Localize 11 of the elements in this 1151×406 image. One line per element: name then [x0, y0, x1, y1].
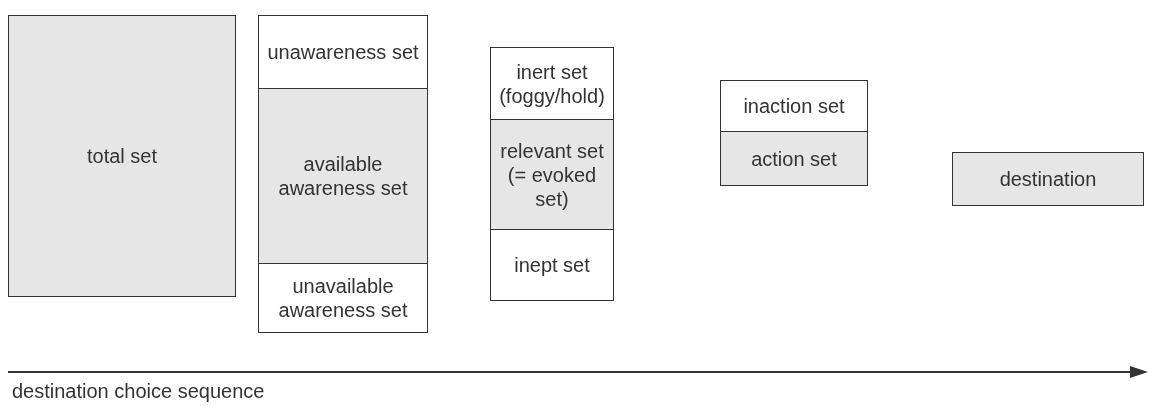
set-box: unavailable awareness set [258, 263, 428, 333]
shaded-set-box: total set [8, 15, 236, 297]
shaded-set-box: destination [952, 152, 1144, 206]
set-box: inept set [490, 229, 614, 301]
set-box: unawareness set [258, 15, 428, 89]
set-box: inert set (foggy/hold) [490, 47, 614, 120]
shaded-set-box: relevant set (= evoked set) [490, 119, 614, 230]
shaded-set-box: available awareness set [258, 88, 428, 264]
set-box: inaction set [720, 80, 868, 132]
shaded-set-box: action set [720, 131, 868, 186]
axis-label: destination choice sequence [12, 380, 265, 403]
